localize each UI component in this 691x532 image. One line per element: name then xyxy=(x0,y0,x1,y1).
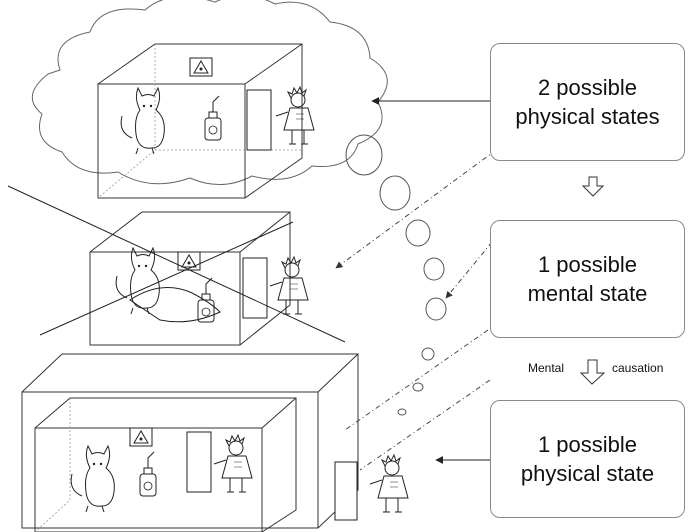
box-line: mental state xyxy=(528,279,648,308)
middle-scene xyxy=(8,186,345,345)
causation-label: causation xyxy=(612,361,663,375)
box-line: 1 possible xyxy=(521,430,654,459)
arrows xyxy=(336,101,496,470)
thought-bubbles xyxy=(346,135,446,415)
box-line: 2 possible xyxy=(515,73,659,102)
thought-cloud-icon xyxy=(32,0,387,185)
box-line: physical states xyxy=(515,102,659,131)
box-one-physical-state: 1 possible physical state xyxy=(490,400,685,518)
box-two-physical-states: 2 possible physical states xyxy=(490,43,685,161)
top-scene xyxy=(98,44,314,198)
box-line: physical state xyxy=(521,459,654,488)
bottom-scene xyxy=(22,354,408,532)
down-arrow-icon xyxy=(583,177,603,196)
down-arrow-icon xyxy=(581,360,604,384)
box-one-mental-state: 1 possible mental state xyxy=(490,220,685,338)
box-line: 1 possible xyxy=(528,250,648,279)
mental-label: Mental xyxy=(528,361,564,375)
